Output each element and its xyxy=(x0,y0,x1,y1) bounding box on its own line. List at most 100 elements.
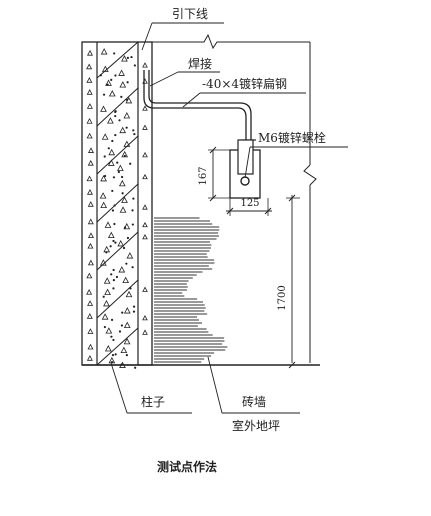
aggregate-triangle xyxy=(103,245,111,253)
dim-test-height-label: 1700 xyxy=(277,285,288,310)
aggregate-triangle xyxy=(104,345,112,352)
aggregate-triangle xyxy=(103,299,110,307)
aggregate-dot xyxy=(106,83,109,86)
column-hatch-line xyxy=(96,135,139,175)
aggregate-triangle xyxy=(87,147,94,153)
aggregate-triangle xyxy=(86,89,93,95)
dim-box-height: 167 xyxy=(198,146,230,202)
aggregate-triangle xyxy=(100,201,108,208)
aggregate-triangle xyxy=(123,307,131,314)
aggregate-triangle xyxy=(86,117,93,124)
dim-box-width: 125 xyxy=(226,198,272,216)
aggregate-dot xyxy=(120,175,124,179)
aggregate-dot xyxy=(111,189,114,193)
label-outdoor-ground: 室外地坪 xyxy=(232,418,280,433)
aggregate-triangle xyxy=(105,79,112,86)
aggregate-triangle xyxy=(86,288,93,295)
aggregate-dot xyxy=(113,52,116,55)
aggregate-dot xyxy=(116,161,119,164)
aggregate-dot xyxy=(122,246,126,250)
aggregate-triangle xyxy=(123,112,131,119)
aggregate-dot xyxy=(126,81,129,84)
aggregate-dot xyxy=(102,295,105,298)
aggregate-triangle xyxy=(103,277,111,284)
label-column: 柱子 xyxy=(141,394,165,409)
aggregate-triangle xyxy=(142,62,148,68)
aggregate-dot xyxy=(103,155,106,158)
aggregate-dot xyxy=(111,139,114,143)
aggregate-dot xyxy=(121,311,124,314)
aggregate-triangle xyxy=(86,77,93,83)
aggregate-triangle xyxy=(142,221,148,228)
aggregate-triangle xyxy=(87,201,94,207)
diagram-caption: 测试点作法 xyxy=(157,459,217,474)
aggregate-triangle xyxy=(105,327,113,334)
aggregate-triangle xyxy=(86,103,93,109)
aggregate-triangle xyxy=(119,126,127,134)
wall-top-line xyxy=(152,33,310,50)
aggregate-dot xyxy=(118,330,122,333)
aggregate-dot xyxy=(112,176,116,179)
aggregate-dot xyxy=(129,287,132,290)
label-brick-wall: 砖墙 xyxy=(242,394,266,409)
aggregate-triangle xyxy=(118,69,125,76)
label-flat-steel: -40×4镀锌扁钢 xyxy=(202,77,287,91)
aggregate-triangle xyxy=(142,314,148,321)
leader-brick-wall xyxy=(207,356,223,414)
aggregate-dot xyxy=(131,209,134,212)
dim-box-width-slash-left xyxy=(226,207,234,215)
aggregate-triangle xyxy=(107,231,115,239)
aggregate-triangle xyxy=(107,159,115,166)
dim-box-height-slash-top xyxy=(209,146,217,154)
aggregate-dot xyxy=(107,147,110,150)
aggregate-triangle xyxy=(118,179,126,187)
aggregate-dot xyxy=(125,98,129,101)
down-conductor-bend-inner xyxy=(148,70,252,140)
aggregate-dot xyxy=(114,74,117,77)
wall-right-break xyxy=(303,164,317,186)
leader-down-conductor xyxy=(141,22,153,51)
aggregate-dot xyxy=(126,56,130,59)
aggregate-dot xyxy=(112,239,115,243)
brick-wall-hatch xyxy=(154,217,228,363)
bolt-icon xyxy=(240,176,250,186)
aggregate-dot xyxy=(110,78,113,81)
wall-outline xyxy=(152,33,317,363)
aggregate-dot xyxy=(105,251,108,254)
aggregate-dot xyxy=(133,64,136,67)
aggregate-dot xyxy=(121,192,124,195)
aggregate-triangle xyxy=(104,221,112,228)
aggregate-triangle xyxy=(87,259,94,266)
aggregate-triangle xyxy=(121,196,128,203)
dim-test-height-slash-top xyxy=(288,194,296,202)
column xyxy=(81,41,153,369)
aggregate-dot xyxy=(113,204,116,207)
aggregate-dot xyxy=(114,114,117,118)
aggregate-dot xyxy=(99,74,102,77)
aggregate-dot xyxy=(123,154,126,158)
aggregate-triangle xyxy=(142,329,148,335)
aggregate-dot xyxy=(118,119,121,122)
aggregate-triangle xyxy=(99,192,107,199)
aggregate-dot xyxy=(103,325,106,329)
leader-lines xyxy=(110,22,348,414)
aggregate-triangle xyxy=(119,81,127,88)
aggregate-dot xyxy=(132,129,135,132)
aggregate-triangle xyxy=(108,90,116,97)
aggregate-triangle xyxy=(87,242,94,249)
column-hatch xyxy=(96,41,139,366)
aggregate-triangle xyxy=(101,65,109,72)
aggregate-triangle xyxy=(123,222,131,230)
aggregate-triangle xyxy=(142,286,148,292)
aggregate-dot xyxy=(133,132,136,136)
aggregate-dot xyxy=(112,287,115,290)
aggregate-triangle xyxy=(126,252,134,259)
aggregate-triangle xyxy=(86,189,93,195)
column-aggregate xyxy=(86,48,148,369)
aggregate-triangle xyxy=(87,159,94,166)
aggregate-triangle xyxy=(86,63,93,70)
aggregate-dot xyxy=(110,273,113,276)
aggregate-triangle xyxy=(99,259,107,266)
aggregate-triangle xyxy=(86,313,93,319)
aggregate-triangle xyxy=(123,337,131,345)
